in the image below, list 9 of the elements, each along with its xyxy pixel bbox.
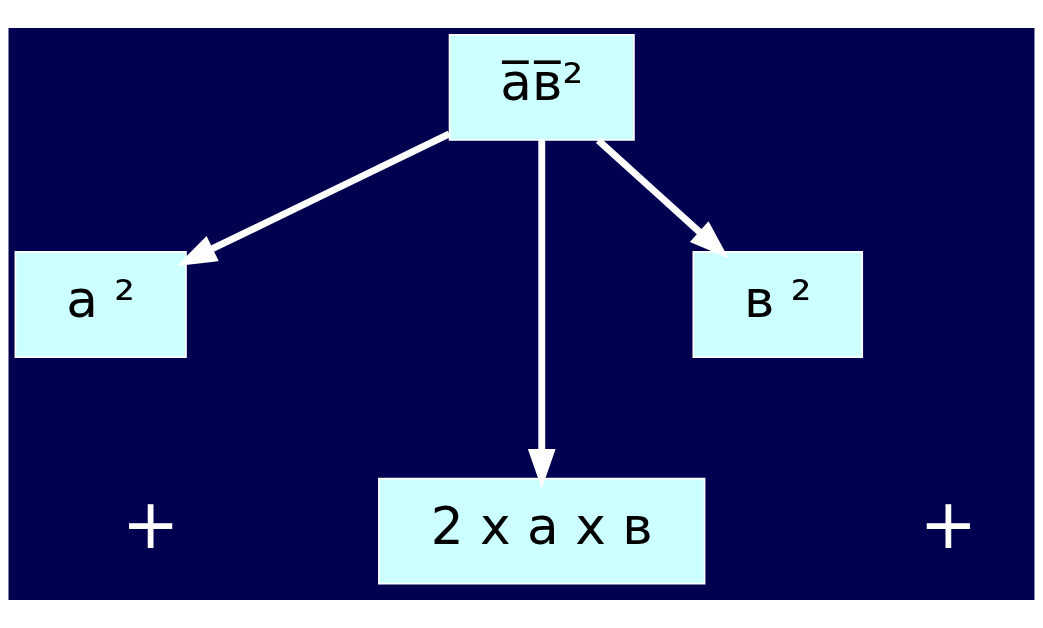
arrow [527,140,556,489]
label: + [919,484,978,565]
node-box: в ² [692,251,864,358]
arrow [176,130,451,266]
label: + [121,484,180,565]
node-box: 2 x а x в [378,477,706,585]
node-box: а ² [14,251,187,358]
arrow [595,137,729,259]
node-box: а̅в̅² [448,34,635,141]
